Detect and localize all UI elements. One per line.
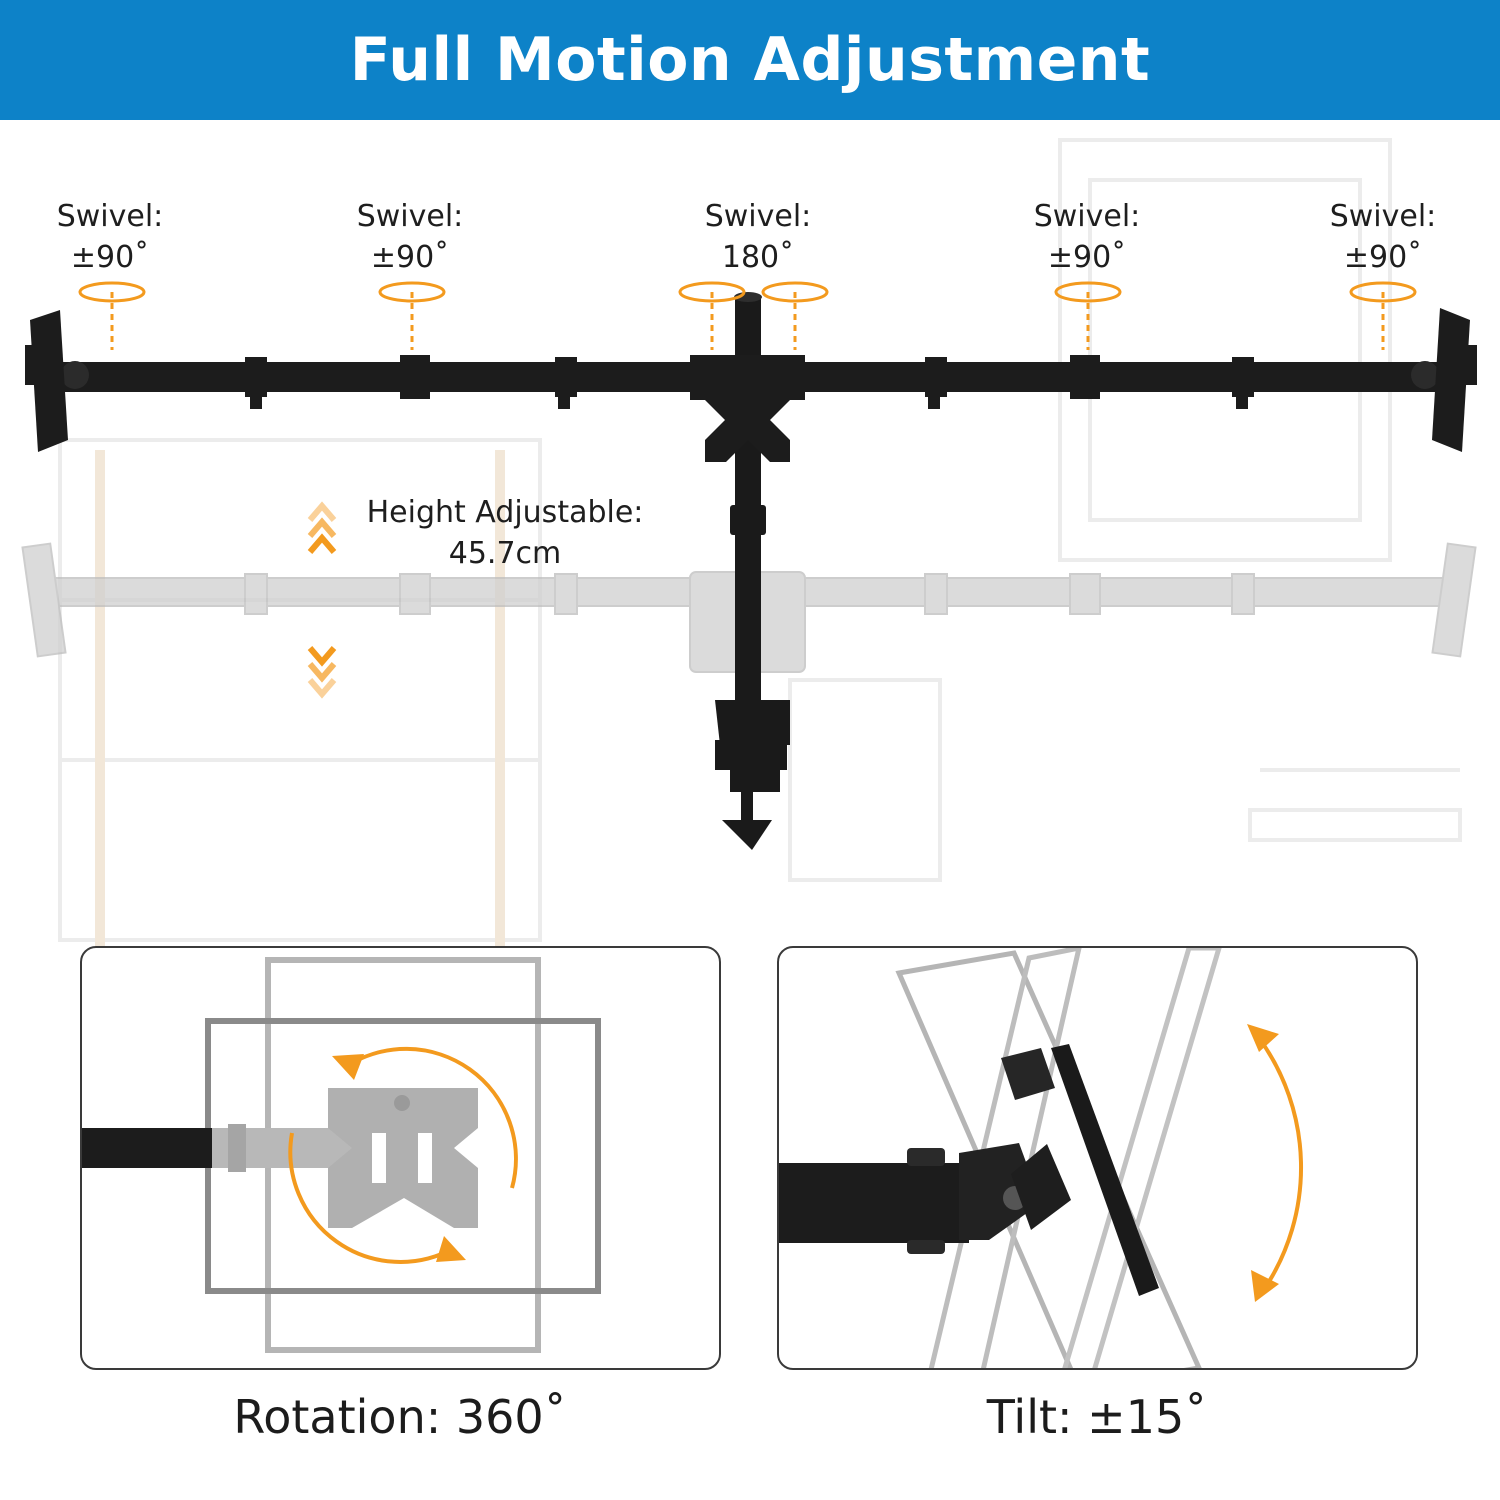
crossbar xyxy=(25,308,1477,462)
swivel-label-1: Swivel: ±90˚ xyxy=(10,196,210,278)
swivel-indicators xyxy=(78,281,1417,350)
height-up-chevrons-icon xyxy=(307,501,337,554)
swivel-title: Swivel: xyxy=(1329,199,1437,234)
height-down-chevrons-icon xyxy=(307,646,337,699)
background-room xyxy=(58,138,1462,950)
swivel-label-4: Swivel: ±90˚ xyxy=(987,196,1187,278)
tilt-arc-arrows-icon xyxy=(1247,1024,1303,1302)
swivel-value: ±90˚ xyxy=(1343,240,1423,275)
swivel-value: 180˚ xyxy=(721,240,795,275)
swivel-value: ±90˚ xyxy=(70,240,150,275)
swivel-value: ±90˚ xyxy=(370,240,450,275)
rotation-caption: Rotation: 360˚ xyxy=(233,1390,567,1444)
swivel-icon xyxy=(1054,281,1122,350)
swivel-label-2: Swivel: ±90˚ xyxy=(310,196,510,278)
swivel-value: ±90˚ xyxy=(1047,240,1127,275)
title-banner: Full Motion Adjustment xyxy=(0,0,1500,120)
swivel-icon xyxy=(678,281,829,350)
tilt-panel xyxy=(777,946,1418,1370)
swivel-title: Swivel: xyxy=(356,199,464,234)
page-title: Full Motion Adjustment xyxy=(349,25,1151,95)
arm-scene xyxy=(21,281,1477,850)
swivel-icon xyxy=(378,281,446,350)
rotation-panel xyxy=(80,946,721,1370)
swivel-icon xyxy=(78,281,146,350)
height-value: 45.7cm xyxy=(448,536,562,571)
rotation-arrows-icon xyxy=(288,1046,518,1264)
swivel-label-3: Swivel: 180˚ xyxy=(658,196,858,278)
tilt-caption: Tilt: ±15˚ xyxy=(986,1390,1208,1444)
vesa-plate-icon xyxy=(328,1088,478,1228)
swivel-title: Swivel: xyxy=(1033,199,1141,234)
height-title: Height Adjustable: xyxy=(366,495,644,530)
swivel-title: Swivel: xyxy=(704,199,812,234)
swivel-title: Swivel: xyxy=(56,199,164,234)
swivel-label-5: Swivel: ±90˚ xyxy=(1283,196,1483,278)
height-label: Height Adjustable: 45.7cm xyxy=(345,492,665,574)
swivel-icon xyxy=(1349,281,1417,350)
